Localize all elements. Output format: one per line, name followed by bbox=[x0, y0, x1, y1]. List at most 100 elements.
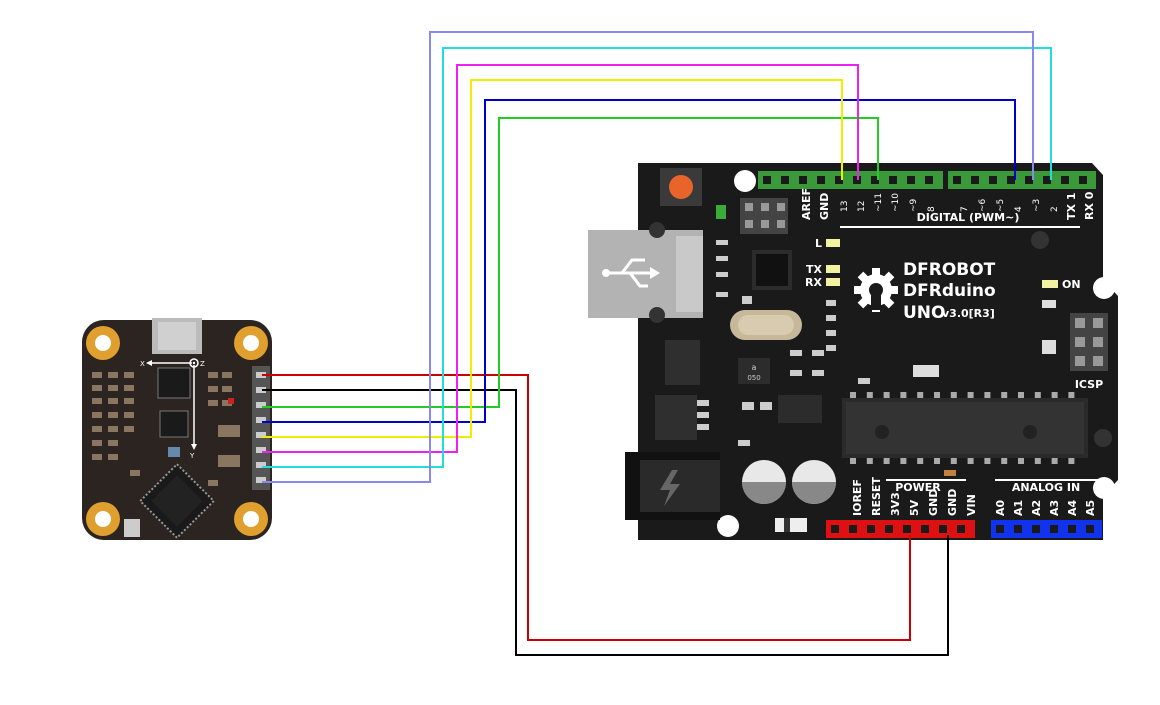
header-hole bbox=[1068, 525, 1076, 533]
wire-pin11 bbox=[262, 117, 879, 408]
mount-hole bbox=[1093, 477, 1115, 499]
chip-pin bbox=[1034, 458, 1041, 464]
smd-part bbox=[1042, 340, 1056, 354]
sensor-module: X Z Y bbox=[82, 318, 272, 540]
wire-5v bbox=[262, 374, 911, 641]
digital-pin-label: 8 bbox=[927, 206, 937, 212]
icsp-label: ICSP bbox=[1075, 378, 1103, 391]
header-hole bbox=[1086, 525, 1094, 533]
chip-pin bbox=[1051, 392, 1058, 398]
sensor-chip bbox=[159, 410, 189, 438]
chip-pin bbox=[1018, 392, 1024, 398]
power-pin-label: GND bbox=[946, 489, 959, 516]
capacitor bbox=[742, 460, 786, 504]
header-hole bbox=[957, 525, 965, 533]
mount-pad bbox=[86, 502, 120, 536]
wire-gnd bbox=[262, 389, 949, 656]
sensor-chip-small bbox=[168, 447, 180, 457]
digital-pin-label: 4 bbox=[1014, 206, 1024, 212]
chip-pin bbox=[900, 458, 907, 464]
chip-pin bbox=[866, 458, 873, 464]
chip-pin bbox=[934, 458, 940, 464]
board-version: v3.0[R3] bbox=[942, 307, 995, 320]
sensor-pin bbox=[256, 402, 266, 408]
mount-hole bbox=[717, 515, 739, 537]
board-hole-dark bbox=[649, 307, 665, 323]
header-hole bbox=[849, 525, 857, 533]
led-l-label: L bbox=[815, 237, 822, 250]
chip-pin bbox=[1068, 458, 1075, 464]
power-pin-label: RESET bbox=[870, 477, 883, 516]
analog-pin-label: A1 bbox=[1012, 500, 1025, 516]
header-hole bbox=[971, 176, 979, 184]
analog-pin-label: A0 bbox=[994, 499, 1007, 516]
power-pin-label: 3V3 bbox=[889, 492, 902, 516]
led-rx bbox=[826, 278, 840, 286]
component-code: 050 bbox=[747, 374, 760, 382]
power-icon bbox=[660, 470, 680, 506]
chip-pin bbox=[1068, 392, 1075, 398]
dfrobot-gear-icon bbox=[854, 268, 898, 312]
header-hole bbox=[1032, 525, 1040, 533]
analog-label: ANALOG IN bbox=[1012, 481, 1080, 494]
diode bbox=[775, 518, 807, 532]
mount-pad bbox=[234, 502, 268, 536]
analog-pin-label: A3 bbox=[1048, 500, 1061, 516]
sensor-pin bbox=[256, 462, 266, 468]
header-hole bbox=[871, 176, 879, 184]
digital-pin-label: ~3 bbox=[1032, 199, 1042, 212]
power-label: POWER bbox=[895, 481, 941, 494]
board-hole-dark bbox=[1031, 231, 1049, 249]
analog-pin-label: A2 bbox=[1030, 500, 1043, 516]
header-hole bbox=[939, 525, 947, 533]
chip-pins-top bbox=[850, 392, 1075, 398]
small-resistor bbox=[913, 365, 939, 377]
digital-pin-label: 7 bbox=[960, 206, 970, 212]
header-hole bbox=[763, 176, 771, 184]
header-holes bbox=[763, 176, 1094, 533]
sensor-pin bbox=[256, 387, 266, 393]
marked-component bbox=[738, 358, 770, 384]
board-hole-dark bbox=[1094, 429, 1112, 447]
power-header bbox=[826, 520, 975, 538]
brand-line2: DFRduino bbox=[903, 281, 996, 301]
power-pin-label: 5V bbox=[908, 499, 921, 516]
brand-line1: DFROBOT bbox=[903, 260, 996, 280]
wire-pin2 bbox=[262, 47, 1052, 468]
chip-pin bbox=[1001, 392, 1008, 398]
mount-hole bbox=[1093, 277, 1115, 299]
power-pin-label: IOREF bbox=[851, 479, 864, 516]
mcu-chip bbox=[138, 462, 216, 540]
chip-pin bbox=[850, 392, 856, 398]
sensor-pins bbox=[256, 372, 266, 483]
axis-z-label: Z bbox=[200, 360, 205, 368]
digital-pin-label: ~9 bbox=[909, 198, 919, 212]
digital-pin-label: ~5 bbox=[996, 199, 1006, 212]
digital-pin-label: ~11 bbox=[874, 193, 884, 212]
led-l bbox=[826, 239, 840, 247]
chip-pin bbox=[883, 458, 890, 464]
reset-button[interactable] bbox=[669, 175, 693, 199]
chip-pin bbox=[917, 458, 924, 464]
header-hole bbox=[989, 176, 997, 184]
board-model: UNO bbox=[903, 303, 945, 323]
chip-pin bbox=[984, 392, 991, 398]
digital-pin-label: ~6 bbox=[978, 198, 988, 212]
sensor-button bbox=[124, 519, 140, 537]
wire-pin12 bbox=[262, 64, 859, 453]
sensor-led bbox=[228, 398, 234, 404]
sensor-pin bbox=[256, 477, 266, 483]
usb-connector-lip bbox=[676, 236, 703, 312]
wire-pin13 bbox=[262, 79, 843, 438]
header-hole bbox=[885, 525, 893, 533]
header-hole bbox=[1007, 176, 1015, 184]
chip-pin bbox=[1034, 392, 1041, 398]
chip-pin bbox=[900, 392, 907, 398]
header-hole bbox=[867, 525, 875, 533]
analog-header bbox=[991, 520, 1102, 538]
power-pin-label: GND bbox=[927, 489, 940, 516]
header-hole bbox=[907, 176, 915, 184]
digital-pin-label: GND bbox=[818, 193, 831, 220]
header-hole bbox=[1050, 525, 1058, 533]
